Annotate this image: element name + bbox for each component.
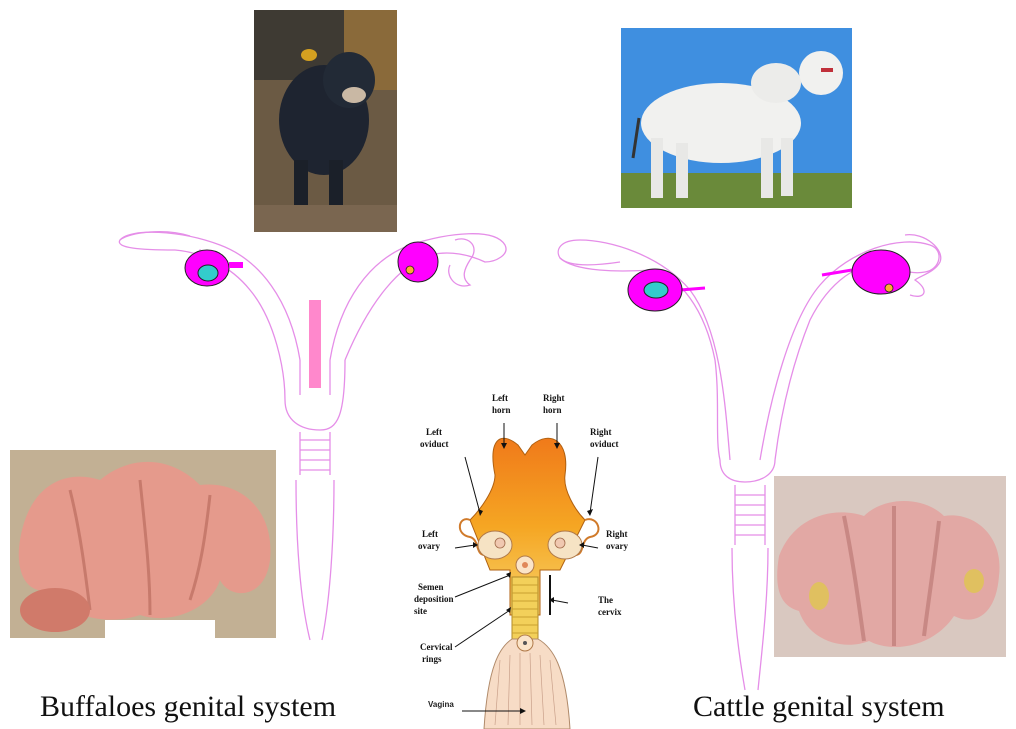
label-left-horn-1: Left — [492, 393, 508, 403]
label-cervix-2: cervix — [598, 607, 622, 617]
label-left-horn-2: horn — [492, 405, 511, 415]
labeled-tract-diagram: Left horn Right horn Left oviduct Right … — [400, 385, 650, 729]
label-cervix-1: The — [598, 595, 613, 605]
label-right-ovary-1: Right — [606, 529, 628, 539]
label-right-oviduct-1: Right — [590, 427, 612, 437]
label-left-oviduct-2: oviduct — [420, 439, 449, 449]
label-left-oviduct-1: Left — [426, 427, 442, 437]
cattle-right-ovary — [822, 250, 910, 294]
label-semen-1: Semen — [418, 582, 444, 592]
label-semen-2: deposition — [414, 594, 454, 604]
label-left-ovary-1: Left — [422, 529, 438, 539]
label-left-ovary-2: ovary — [418, 541, 440, 551]
label-right-horn-2: horn — [543, 405, 562, 415]
label-rings-2: rings — [422, 654, 442, 664]
caption-buffalo: Buffaloes genital system — [40, 690, 336, 724]
label-right-horn-1: Right — [543, 393, 565, 403]
label-semen-3: site — [414, 606, 427, 616]
label-right-ovary-2: ovary — [606, 541, 628, 551]
caption-cattle: Cattle genital system — [693, 690, 945, 724]
cattle-left-ovary — [628, 269, 705, 311]
label-right-oviduct-2: oviduct — [590, 439, 619, 449]
label-rings-1: Cervical — [420, 642, 453, 652]
label-vagina: Vagina — [428, 700, 454, 709]
